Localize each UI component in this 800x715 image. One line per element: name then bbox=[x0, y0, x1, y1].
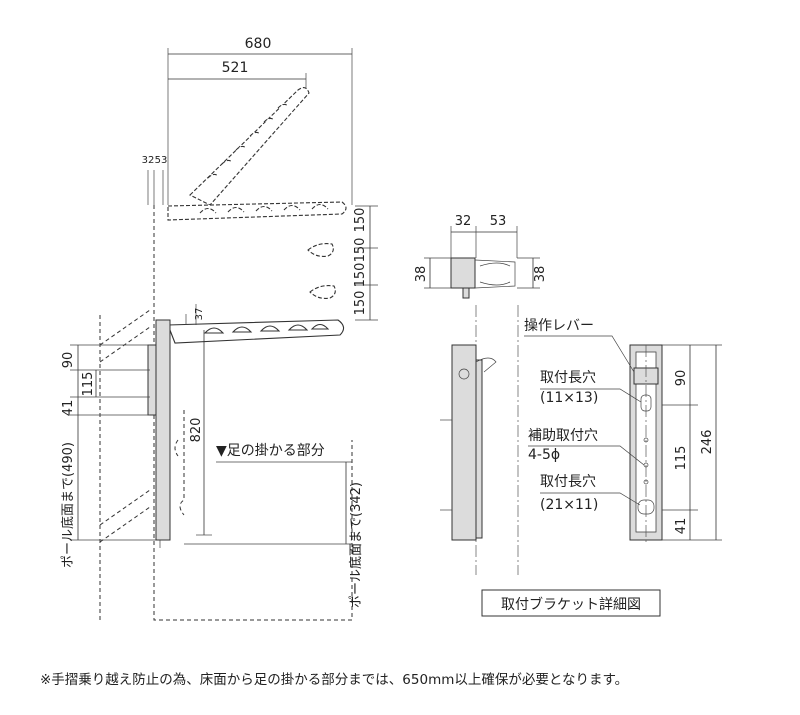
dimension-150-stack: 150 150 150 150 bbox=[353, 205, 378, 321]
dim-521-label: 521 bbox=[222, 60, 249, 76]
arm-working-position: 37 bbox=[167, 304, 345, 344]
main-side-view: 680 521 32 53 bbox=[60, 36, 378, 621]
foot-support-outline bbox=[174, 410, 185, 516]
dim-37-label: 37 bbox=[194, 308, 205, 321]
wall-outline bbox=[99, 205, 353, 621]
lever-label: 操作レバー bbox=[524, 318, 594, 334]
dimension-820: 820 bbox=[189, 330, 212, 536]
dimension-342: ポール底面まで(342) bbox=[184, 462, 364, 608]
dim-90-label: 90 bbox=[61, 352, 76, 369]
arm-position-3 bbox=[309, 285, 336, 299]
dim-150-label-1: 150 bbox=[353, 208, 368, 233]
footnote: ※手摺乗り越え防止の為、床面から足の掛かる部分までは、650mm以上確保が必要と… bbox=[40, 672, 629, 688]
dim-150-label-2: 150 bbox=[353, 238, 368, 263]
dim-53-label: 53 bbox=[155, 155, 168, 166]
dim-150-label-3: 150 bbox=[353, 263, 368, 288]
bracket-front-view bbox=[629, 344, 663, 545]
dim-41-label: 41 bbox=[61, 400, 76, 417]
foot-part-callout: ▼足の掛かる部分 bbox=[216, 443, 352, 463]
pole-bottom-342-label: ポール底面まで(342) bbox=[348, 482, 364, 608]
bracket-callouts: 操作レバー 取付長穴 (11×13) 補助取付穴 4-5ϕ 取付長穴 (21×1… bbox=[524, 318, 645, 513]
dim-32-label: 32 bbox=[142, 155, 155, 166]
mount-slot-2-size: (21×11) bbox=[540, 497, 598, 513]
bracket-dim-41: 41 bbox=[674, 518, 689, 535]
pole-bottom-490-label: ポール底面まで(490) bbox=[60, 442, 76, 568]
dimension-32-53: 32 53 bbox=[142, 155, 168, 205]
dimension-680: 680 bbox=[167, 36, 353, 205]
bracket-side-view bbox=[440, 344, 497, 541]
dim-680-label: 680 bbox=[245, 36, 272, 52]
dimension-490: ポール底面まで(490) bbox=[60, 415, 156, 568]
bracket-dim-246: 246 bbox=[700, 430, 715, 455]
bracket-detail: 32 53 38 38 bbox=[414, 214, 722, 617]
bracket-right-dimensions: 90 115 41 246 bbox=[662, 344, 722, 541]
dimension-521: 521 bbox=[168, 60, 307, 95]
bracket-caption-box: 取付ブラケット詳細図 bbox=[481, 589, 661, 617]
aux-hole-size: 4-5ϕ bbox=[528, 447, 560, 463]
arm-raised-position bbox=[189, 87, 310, 206]
dim-150-label-4: 150 bbox=[353, 291, 368, 316]
bracket-dim-38-right: 38 bbox=[533, 266, 548, 283]
aux-hole-label: 補助取付穴 bbox=[528, 428, 598, 444]
arm-position-2 bbox=[307, 243, 334, 257]
dim-820-label: 820 bbox=[189, 418, 204, 443]
foot-part-label: ▼足の掛かる部分 bbox=[216, 443, 325, 459]
dimension-left-stack: 90 115 41 bbox=[61, 344, 150, 417]
mount-slot-2-label: 取付長穴 bbox=[540, 474, 596, 490]
bracket-dim-53: 53 bbox=[490, 214, 507, 229]
pole bbox=[147, 319, 171, 548]
bracket-top-view: 32 53 38 38 bbox=[414, 214, 548, 299]
dim-115-label: 115 bbox=[81, 372, 96, 397]
bracket-dim-38-left: 38 bbox=[414, 266, 429, 283]
arm-position-1 bbox=[167, 201, 347, 221]
mount-slot-1-size: (11×13) bbox=[540, 390, 598, 406]
bracket-caption: 取付ブラケット詳細図 bbox=[501, 596, 641, 613]
bracket-dim-90: 90 bbox=[674, 370, 689, 387]
mount-slot-1-label: 取付長穴 bbox=[540, 370, 596, 386]
bracket-dim-32: 32 bbox=[455, 214, 472, 229]
bracket-dim-115: 115 bbox=[674, 446, 689, 471]
